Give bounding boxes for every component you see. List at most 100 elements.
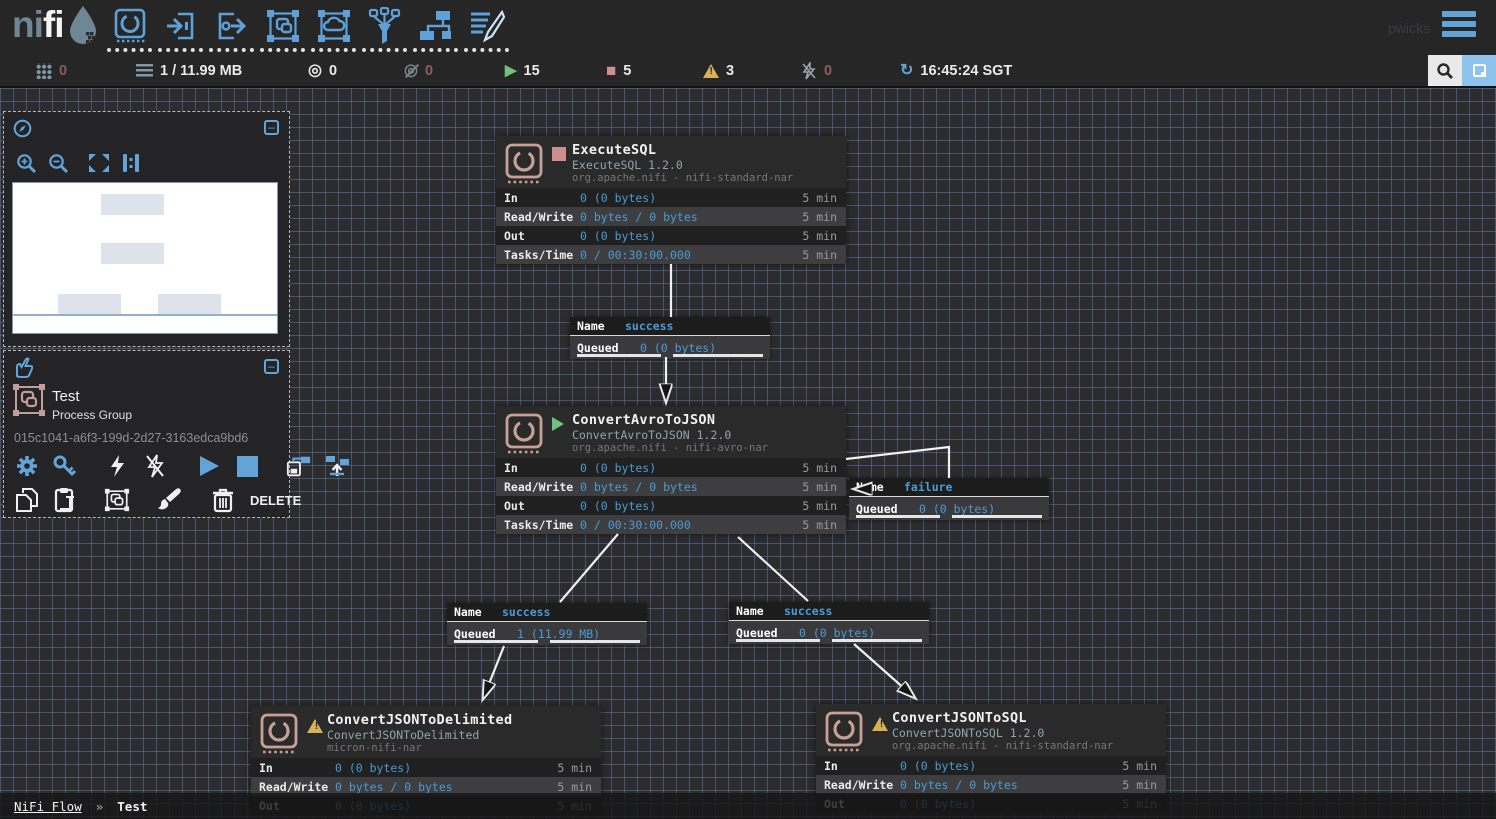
- copy-button[interactable]: [14, 487, 40, 513]
- drag-dots: [362, 48, 407, 52]
- process-group-icon: [265, 6, 301, 46]
- drag-dots: [311, 48, 356, 52]
- stat-value: 0 (0 bytes): [335, 760, 412, 775]
- zoom-out-button[interactable]: [48, 153, 69, 174]
- toolbar-template[interactable]: [410, 6, 461, 54]
- funnel-icon: [367, 6, 403, 46]
- queue-indicator: [952, 515, 1042, 518]
- selected-process-group-icon: [12, 383, 46, 417]
- status-queued: 1 / 11.99 MB: [136, 55, 242, 86]
- status-disabled: 0: [801, 55, 832, 86]
- birdseye-minimap[interactable]: [12, 182, 278, 334]
- processor-convertavrotojson[interactable]: ConvertAvroToJSON ConvertAvroToJSON 1.2.…: [496, 406, 846, 534]
- current-user: pwicks: [1387, 20, 1430, 36]
- status-invalid: 3: [703, 55, 734, 86]
- stat-time: 5 min: [1122, 777, 1157, 792]
- stat-label: In: [259, 760, 273, 775]
- stat-value: 0 / 00:30:00.000: [580, 517, 691, 532]
- start-button[interactable]: [196, 453, 222, 479]
- zoom-in-button[interactable]: [16, 153, 37, 174]
- stat-time: 5 min: [557, 779, 592, 794]
- toolbar-label[interactable]: [461, 6, 512, 54]
- zoom-fit-button[interactable]: [88, 153, 110, 173]
- navigate-palette: –: [3, 111, 290, 347]
- connection-queued-label: Queued: [577, 340, 619, 355]
- stat-value: 0 (0 bytes): [580, 460, 657, 475]
- drag-dots: [209, 48, 254, 52]
- processor-name: ExecuteSQL: [572, 142, 657, 158]
- toolbar-processor[interactable]: [104, 6, 155, 54]
- save-template-button[interactable]: [286, 453, 312, 479]
- toolbar-input-port[interactable]: [155, 6, 206, 54]
- toolbar-remote-process-group[interactable]: [308, 6, 359, 54]
- queue-indicator: [736, 639, 820, 642]
- paste-button[interactable]: [52, 487, 78, 513]
- stat-value: 0 (0 bytes): [580, 228, 657, 243]
- access-policies-button[interactable]: [52, 453, 78, 479]
- stat-value: 0 (0 bytes): [580, 190, 657, 205]
- breadcrumb-current: Test: [117, 798, 148, 814]
- minimap-processor: [101, 194, 164, 215]
- stat-time: 5 min: [802, 190, 837, 205]
- stat-label: In: [504, 460, 518, 475]
- stat-time: 5 min: [802, 498, 837, 513]
- toolbar-process-group[interactable]: [257, 6, 308, 54]
- connection-queued-value: 0 (0 bytes): [919, 501, 996, 516]
- toolbar-output-port[interactable]: [206, 6, 257, 54]
- zoom-controls: [16, 152, 141, 174]
- processor-bundle: org.apache.nifi - nifi-avro-nar: [572, 442, 768, 454]
- secondary-toggle-button[interactable]: [1462, 55, 1496, 86]
- label-icon: [468, 6, 506, 46]
- disable-button[interactable]: [142, 453, 168, 479]
- stop-button[interactable]: [234, 453, 260, 479]
- running-icon: ▶: [505, 62, 517, 79]
- output-port-icon: [214, 6, 250, 46]
- operate-actions-row-2: DELETE: [14, 487, 301, 513]
- input-port-icon: [164, 6, 198, 46]
- toolbar-funnel[interactable]: [359, 6, 410, 54]
- processor-executesql[interactable]: ExecuteSQL ExecuteSQL 1.2.0 org.apache.n…: [496, 136, 846, 264]
- processor-bundle: micron-nifi-nar: [327, 742, 422, 754]
- change-color-button[interactable]: [156, 487, 182, 513]
- stat-label: Tasks/Time: [504, 517, 574, 532]
- breadcrumb-root-link[interactable]: NiFi Flow: [14, 798, 82, 814]
- app-header: nifi: [0, 0, 1496, 88]
- queue-indicator: [856, 515, 940, 518]
- search-button[interactable]: [1428, 55, 1462, 86]
- breadcrumb-separator: »: [95, 798, 104, 814]
- drag-dots: [464, 48, 509, 52]
- connection-queued-value: 0 (0 bytes): [799, 625, 876, 640]
- upload-template-button[interactable]: [324, 453, 350, 479]
- not-transmitting-icon: ◎: [404, 61, 418, 79]
- processor-type: ConvertJSONToDelimited: [327, 728, 480, 742]
- delete-button[interactable]: [210, 487, 236, 513]
- droplet-icon: [66, 4, 100, 46]
- refresh-icon[interactable]: ↻: [900, 61, 914, 79]
- queue-indicator: [832, 639, 922, 642]
- selected-component-id: 015c1041-a6f3-199d-2d27-3163edca9bd6: [14, 431, 249, 445]
- collapse-navigate-button[interactable]: –: [264, 120, 279, 135]
- drag-dots: [260, 48, 305, 52]
- stat-value: 0 bytes / 0 bytes: [335, 779, 453, 794]
- collapse-operate-button[interactable]: –: [264, 359, 279, 374]
- stat-time: 5 min: [557, 760, 592, 775]
- stat-label: Read/Write: [504, 479, 574, 494]
- flow-canvas[interactable]: – – Test Pr: [0, 88, 1496, 819]
- connection-name-label: Name: [856, 480, 884, 494]
- enable-button[interactable]: [104, 453, 130, 479]
- processor-bundle: org.apache.nifi - nifi-standard-nar: [572, 172, 794, 184]
- stat-time: 5 min: [802, 479, 837, 494]
- selected-component-name: Test: [52, 388, 80, 405]
- invalid-status-icon: [872, 717, 888, 731]
- group-selection-button[interactable]: [104, 487, 130, 513]
- configure-button[interactable]: [14, 453, 40, 479]
- global-menu-button[interactable]: [1442, 11, 1476, 41]
- queue-indicator: [550, 640, 640, 643]
- zoom-actual-size-button[interactable]: [121, 152, 141, 174]
- delete-label: DELETE: [250, 492, 302, 508]
- stat-label: Out: [504, 498, 525, 513]
